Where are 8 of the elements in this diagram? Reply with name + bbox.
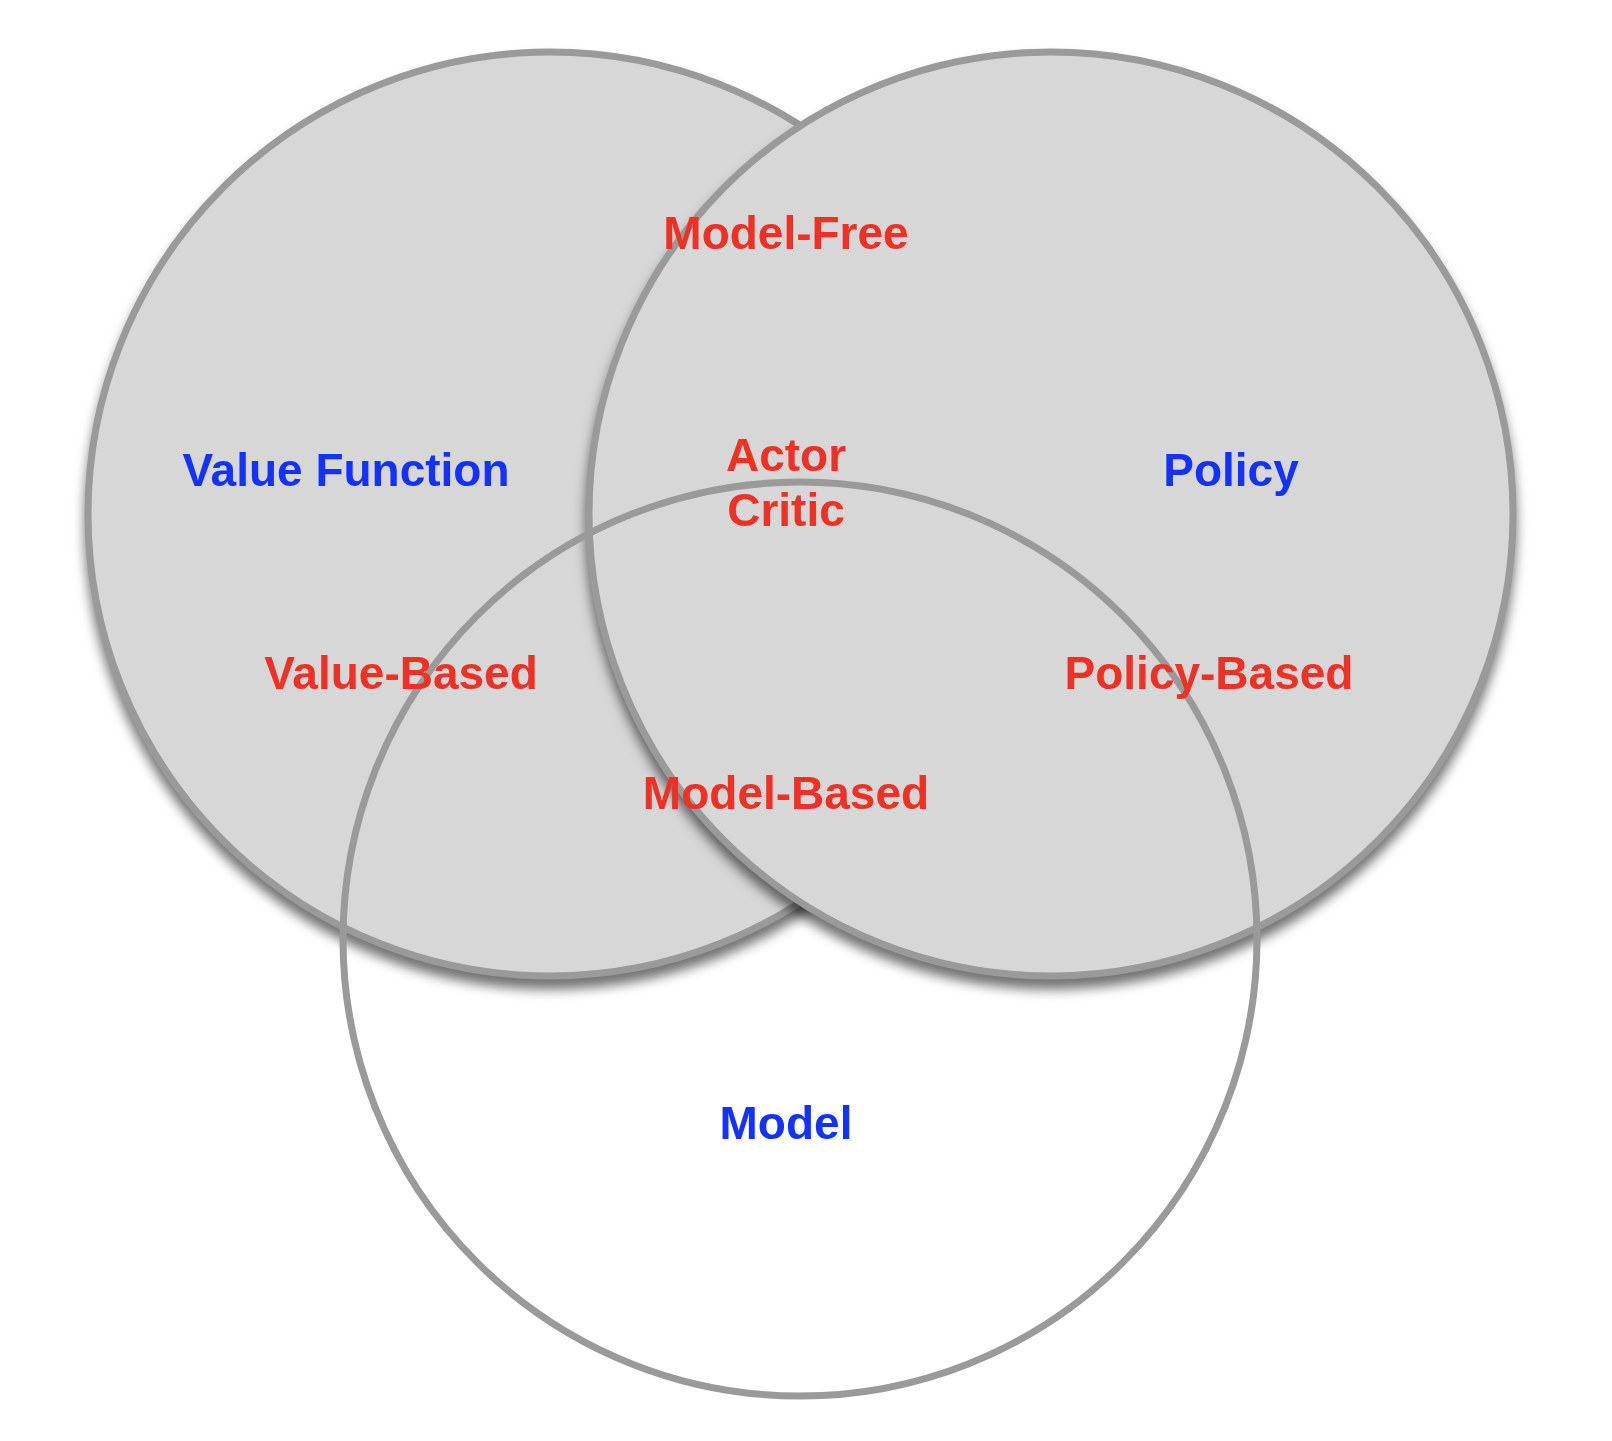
set-label: Policy xyxy=(1163,443,1299,499)
region-label: Model-Based xyxy=(642,766,930,822)
set-label: Model xyxy=(719,1096,853,1152)
region-label: Policy-Based xyxy=(1064,646,1354,702)
region-label: Actor Critic xyxy=(724,427,848,538)
region-label: Model-Free xyxy=(663,206,909,262)
region-label: Value-Based xyxy=(264,646,538,702)
set-label: Value Function xyxy=(182,443,510,499)
